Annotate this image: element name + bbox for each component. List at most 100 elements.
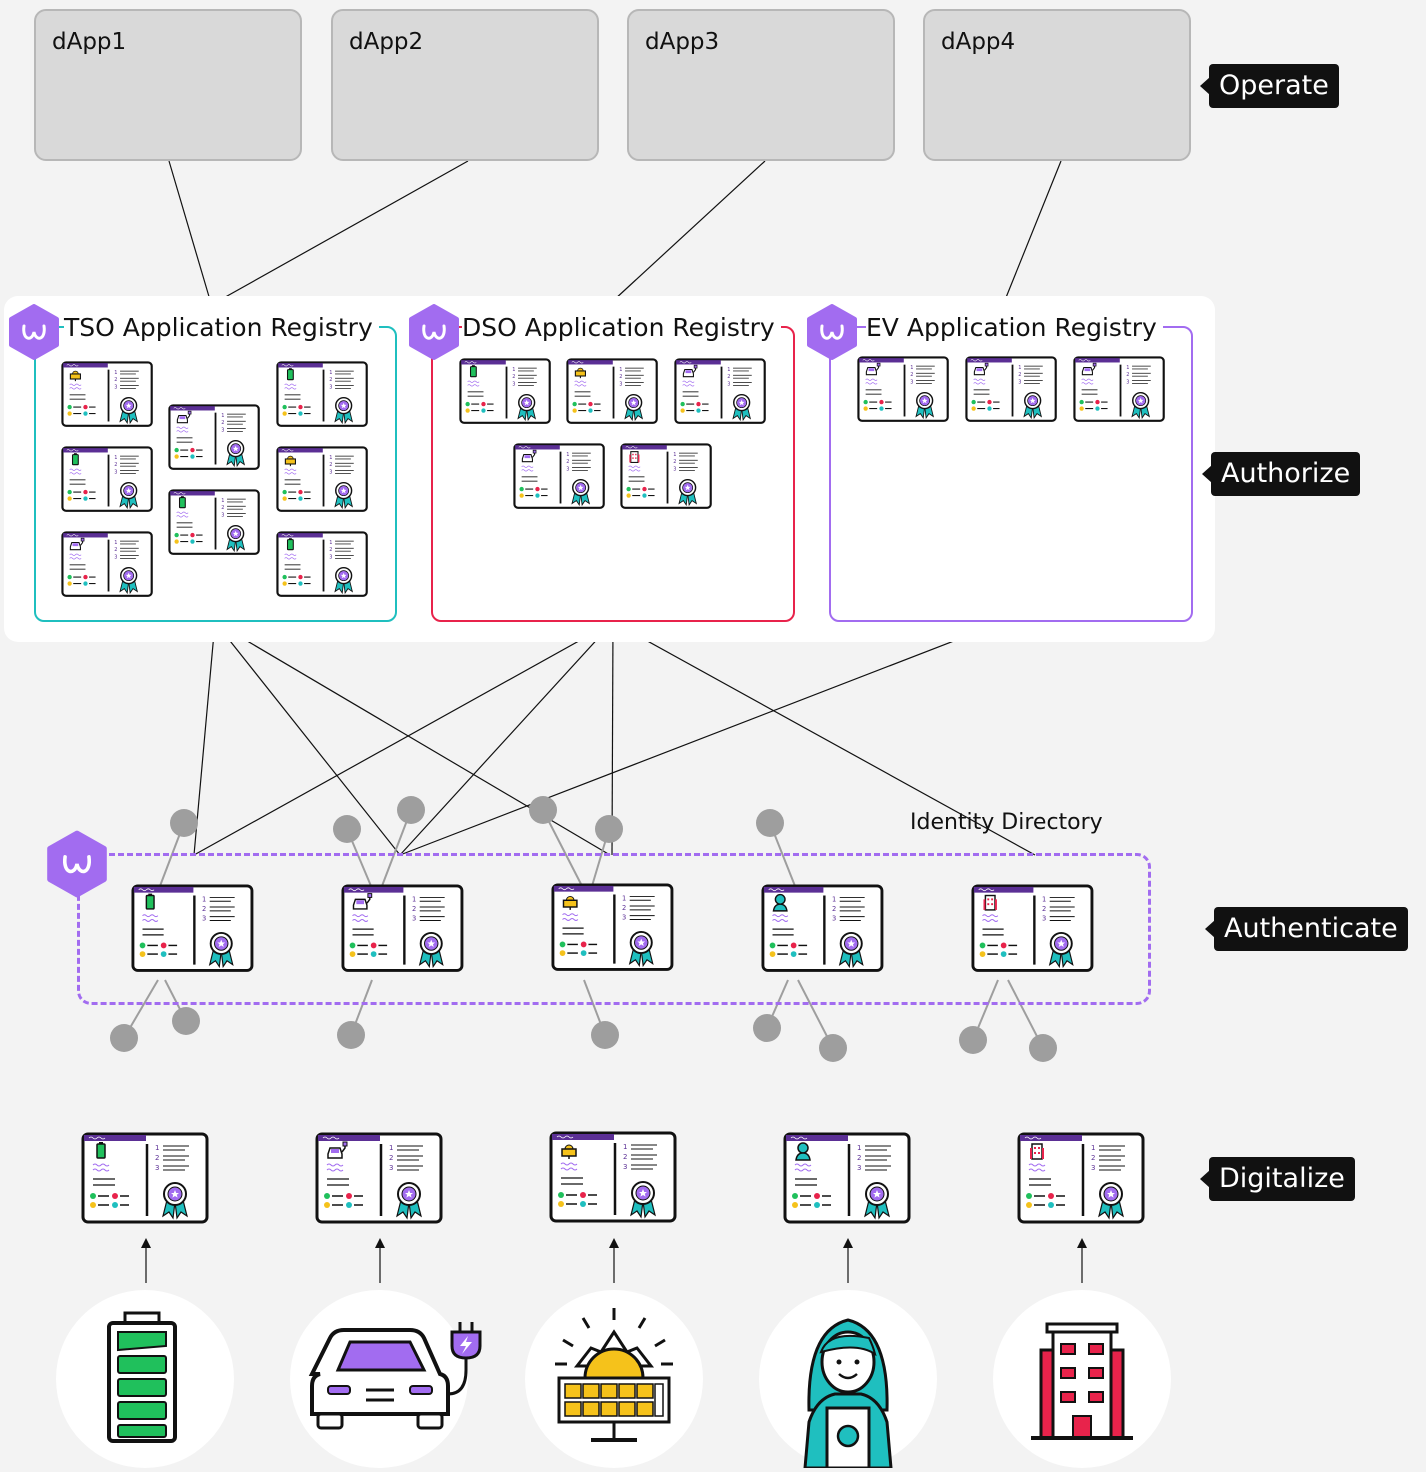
svg-text:2: 2 bbox=[114, 462, 117, 468]
person-asset bbox=[759, 1290, 937, 1470]
svg-text:2: 2 bbox=[1018, 372, 1021, 378]
svg-text:1: 1 bbox=[512, 367, 515, 373]
dapp3-label: dApp3 bbox=[645, 29, 720, 55]
battery-icon: 1 2 3 bbox=[61, 446, 153, 512]
dapp4-box[interactable]: dApp4 bbox=[923, 9, 1191, 161]
svg-text:1: 1 bbox=[114, 540, 117, 546]
electric-car-icon: 1 2 3 bbox=[674, 358, 766, 424]
svg-text:3: 3 bbox=[622, 913, 626, 921]
svg-text:3: 3 bbox=[727, 381, 730, 387]
svg-text:3: 3 bbox=[1042, 914, 1046, 922]
svg-text:3: 3 bbox=[619, 381, 622, 387]
svg-text:1: 1 bbox=[623, 1143, 627, 1151]
battery-icon: 1 2 3 bbox=[81, 1132, 209, 1224]
digitalize-tag: Digitalize bbox=[1200, 1157, 1355, 1201]
credential-card-solar[interactable]: 1 2 3 bbox=[549, 1131, 677, 1223]
svg-text:2: 2 bbox=[329, 377, 332, 383]
svg-text:2: 2 bbox=[673, 459, 676, 465]
svg-text:3: 3 bbox=[1091, 1164, 1095, 1172]
svg-text:1: 1 bbox=[114, 455, 117, 461]
svg-text:3: 3 bbox=[673, 466, 676, 472]
svg-text:2: 2 bbox=[114, 377, 117, 383]
credential-card-battery[interactable]: 1 2 3 bbox=[131, 884, 254, 972]
credential-card-car[interactable]: 1 2 3 bbox=[513, 443, 605, 509]
credential-card-solar[interactable]: 1 2 3 bbox=[551, 883, 674, 971]
credential-card-building[interactable]: 1 2 3 bbox=[971, 884, 1094, 972]
peer-node bbox=[172, 1007, 200, 1035]
svg-text:3: 3 bbox=[566, 466, 569, 472]
credential-card-car[interactable]: 1 2 3 bbox=[1073, 356, 1165, 422]
identity-directory-logo-icon bbox=[47, 830, 107, 898]
electric-car-icon: 1 2 3 bbox=[315, 1132, 443, 1224]
credential-card-person[interactable]: 1 2 3 bbox=[783, 1132, 911, 1224]
battery-icon: 1 2 3 bbox=[131, 884, 254, 972]
svg-text:2: 2 bbox=[1042, 905, 1046, 913]
svg-text:1: 1 bbox=[114, 370, 117, 376]
credential-card-car[interactable]: 1 2 3 bbox=[857, 356, 949, 422]
svg-text:2: 2 bbox=[329, 462, 332, 468]
credential-card-car[interactable]: 1 2 3 bbox=[965, 356, 1057, 422]
credential-card-car[interactable]: 1 2 3 bbox=[168, 404, 260, 470]
credential-card-building[interactable]: 1 2 3 bbox=[1017, 1132, 1145, 1224]
svg-text:1: 1 bbox=[619, 367, 622, 373]
credential-card-solar[interactable]: 1 2 3 bbox=[61, 361, 153, 427]
credential-card-person[interactable]: 1 2 3 bbox=[761, 884, 884, 972]
dapp1-box[interactable]: dApp1 bbox=[34, 9, 302, 161]
registry-logo-icon bbox=[409, 304, 459, 360]
credential-card-building[interactable]: 1 2 3 bbox=[620, 443, 712, 509]
battery-icon: 1 2 3 bbox=[276, 361, 368, 427]
credential-card-car[interactable]: 1 2 3 bbox=[61, 531, 153, 597]
svg-text:2: 2 bbox=[389, 1154, 393, 1162]
svg-text:2: 2 bbox=[512, 374, 515, 380]
peer-node bbox=[595, 815, 623, 843]
electric-car-icon: 1 2 3 bbox=[965, 356, 1057, 422]
peer-node bbox=[170, 809, 198, 837]
credential-card-battery[interactable]: 1 2 3 bbox=[81, 1132, 209, 1224]
svg-text:3: 3 bbox=[221, 512, 224, 518]
credential-card-car[interactable]: 1 2 3 bbox=[674, 358, 766, 424]
credential-card-solar[interactable]: 1 2 3 bbox=[566, 358, 658, 424]
solar-panel-icon: 1 2 3 bbox=[276, 446, 368, 512]
identity-directory-label: Identity Directory bbox=[910, 810, 1103, 835]
credential-card-battery[interactable]: 1 2 3 bbox=[276, 531, 368, 597]
svg-text:3: 3 bbox=[910, 379, 913, 385]
registry-logo-icon bbox=[807, 304, 857, 360]
identity-directory bbox=[77, 853, 1151, 1005]
svg-text:3: 3 bbox=[155, 1164, 159, 1172]
building-asset bbox=[993, 1290, 1171, 1468]
svg-text:2: 2 bbox=[412, 905, 416, 913]
credential-card-battery[interactable]: 1 2 3 bbox=[276, 361, 368, 427]
dapp4-label: dApp4 bbox=[941, 29, 1016, 55]
building-icon: 1 2 3 bbox=[971, 884, 1094, 972]
dapp2-label: dApp2 bbox=[349, 29, 424, 55]
svg-text:3: 3 bbox=[221, 427, 224, 433]
svg-text:3: 3 bbox=[114, 469, 117, 475]
peer-node bbox=[753, 1014, 781, 1042]
svg-text:3: 3 bbox=[412, 914, 416, 922]
svg-text:1: 1 bbox=[155, 1144, 159, 1152]
credential-card-battery[interactable]: 1 2 3 bbox=[459, 358, 551, 424]
credential-card-car[interactable]: 1 2 3 bbox=[315, 1132, 443, 1224]
svg-text:2: 2 bbox=[619, 374, 622, 380]
solar-panel-icon: 1 2 3 bbox=[549, 1131, 677, 1223]
credential-card-car[interactable]: 1 2 3 bbox=[341, 884, 464, 972]
peer-node bbox=[756, 809, 784, 837]
svg-text:3: 3 bbox=[329, 384, 332, 390]
svg-text:3: 3 bbox=[202, 914, 206, 922]
svg-text:2: 2 bbox=[114, 547, 117, 553]
credential-card-battery[interactable]: 1 2 3 bbox=[61, 446, 153, 512]
svg-text:2: 2 bbox=[221, 420, 224, 426]
person-icon: 1 2 3 bbox=[761, 884, 884, 972]
svg-text:2: 2 bbox=[857, 1154, 861, 1162]
peer-node bbox=[337, 1021, 365, 1049]
credential-card-battery[interactable]: 1 2 3 bbox=[168, 489, 260, 555]
svg-text:1: 1 bbox=[389, 1144, 393, 1152]
svg-text:1: 1 bbox=[1126, 365, 1129, 371]
credential-card-solar[interactable]: 1 2 3 bbox=[276, 446, 368, 512]
electric-car-icon: 1 2 3 bbox=[513, 443, 605, 509]
svg-text:2: 2 bbox=[910, 372, 913, 378]
dapp2-box[interactable]: dApp2 bbox=[331, 9, 599, 161]
dapp3-box[interactable]: dApp3 bbox=[627, 9, 895, 161]
svg-text:1: 1 bbox=[1091, 1144, 1095, 1152]
svg-text:2: 2 bbox=[622, 904, 626, 912]
